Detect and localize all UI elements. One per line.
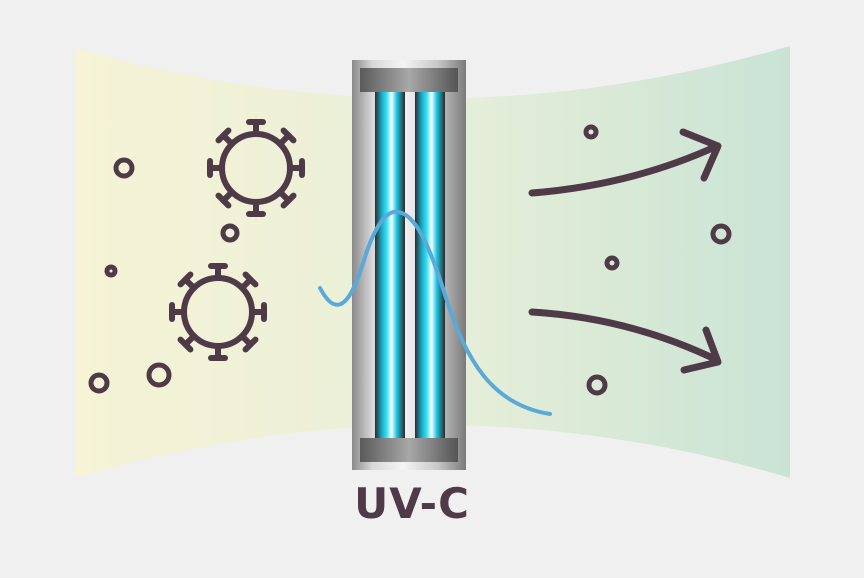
particle-icon: [220, 223, 240, 243]
lamp-top-cap: [360, 68, 458, 92]
lamp-housing: [352, 60, 466, 470]
airflow-arrows: [528, 128, 722, 374]
lamp-label: UV-C: [354, 479, 470, 528]
lamp-bottom-cap: [360, 438, 458, 462]
uv-tube-right: [415, 92, 445, 438]
particle-icon: [710, 223, 732, 245]
particle-icon: [104, 264, 118, 278]
particles-left: [88, 157, 240, 394]
particle-icon: [604, 255, 620, 271]
airflow-arrow-icon: [528, 142, 721, 197]
particle-icon: [113, 157, 135, 179]
airflow-arrow-head: [679, 128, 722, 182]
uv-wave-icon: [318, 209, 552, 416]
airflow-arrow-icon: [528, 308, 721, 364]
particle-icon: [586, 374, 608, 396]
particle-icon: [583, 124, 599, 140]
particle-icon: [88, 372, 110, 394]
airflow-arrow-head: [680, 326, 722, 374]
particles-right: [583, 124, 732, 396]
uvc-lamp: [352, 60, 466, 470]
particle-icon: [146, 362, 172, 388]
uv-tube-left: [375, 92, 405, 438]
